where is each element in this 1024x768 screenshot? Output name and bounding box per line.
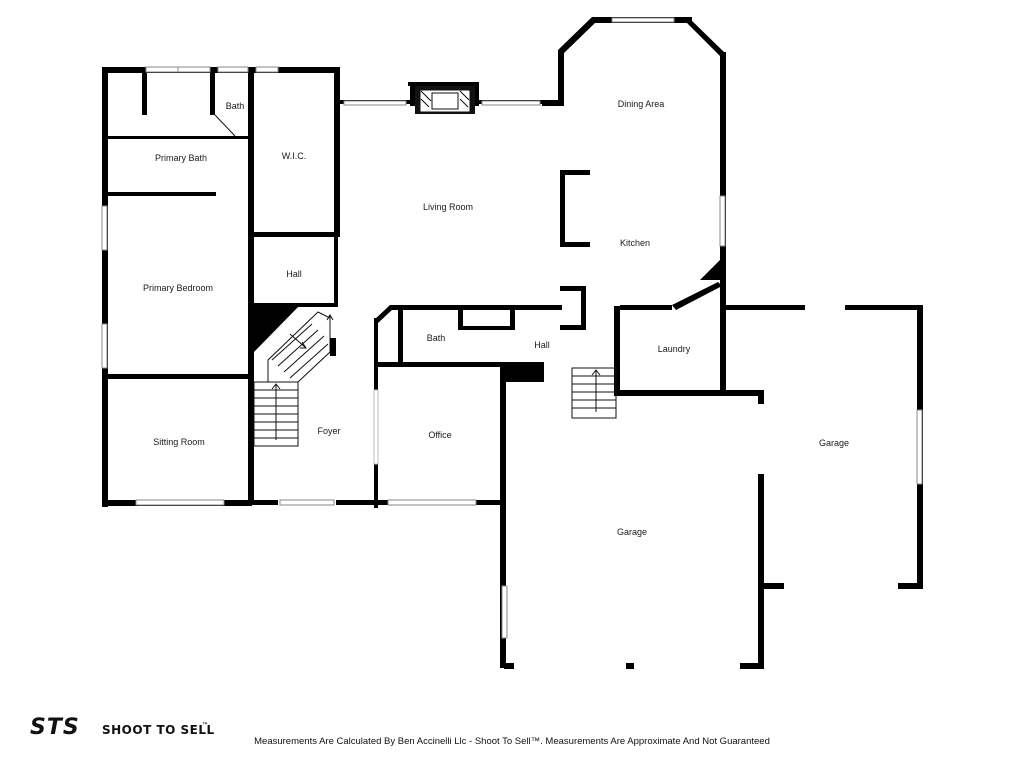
logo-text: SHOOT TO SELL xyxy=(102,723,215,737)
label-primary-bath: Primary Bath xyxy=(155,153,207,163)
label-garage-right: Garage xyxy=(819,438,849,448)
stairs-garage xyxy=(571,367,617,419)
label-hall-center: Hall xyxy=(534,340,550,350)
logo-mark: STS xyxy=(30,715,80,740)
label-wic: W.I.C. xyxy=(282,151,307,161)
label-kitchen: Kitchen xyxy=(620,238,650,248)
label-bath-upper: Bath xyxy=(226,101,245,111)
windows xyxy=(101,17,923,639)
disclaimer-text: Measurements Are Calculated By Ben Accin… xyxy=(254,736,770,747)
label-hall-left: Hall xyxy=(286,269,302,279)
sts-logo: STS SHOOT TO SELL ™ xyxy=(30,715,215,740)
label-dining-area: Dining Area xyxy=(618,99,665,109)
fireplace xyxy=(415,86,475,114)
label-sitting-room: Sitting Room xyxy=(153,437,205,447)
stairs-foyer xyxy=(253,311,334,447)
measurement-disclaimer: Measurements Are Calculated By Ben Accin… xyxy=(0,736,1024,747)
bath-door-arc xyxy=(214,114,236,137)
label-garage-main: Garage xyxy=(617,527,647,537)
logo-tm: ™ xyxy=(202,722,208,729)
walls xyxy=(102,17,923,669)
label-primary-bedroom: Primary Bedroom xyxy=(143,283,213,293)
label-office: Office xyxy=(428,430,451,440)
label-foyer: Foyer xyxy=(317,426,340,436)
label-laundry: Laundry xyxy=(658,344,691,354)
label-living-room: Living Room xyxy=(423,202,473,212)
label-bath-lower: Bath xyxy=(427,333,446,343)
